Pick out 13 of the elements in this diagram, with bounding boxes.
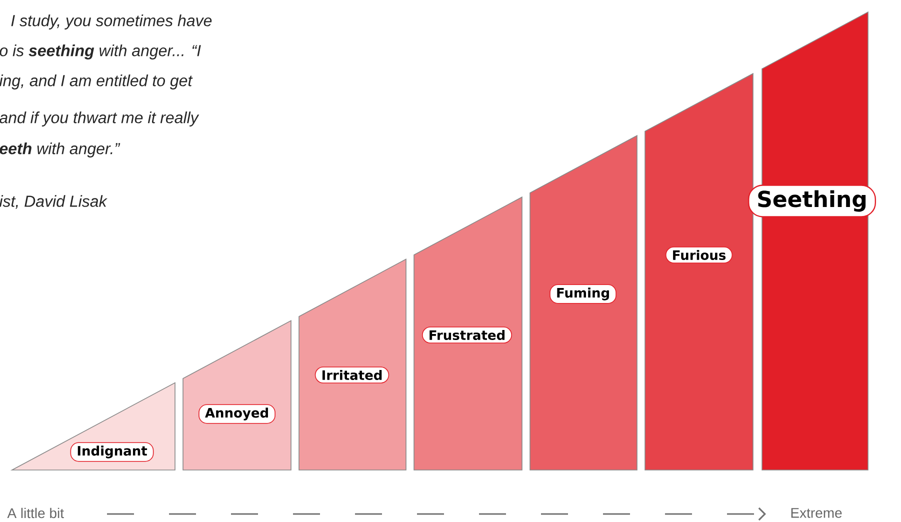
label-pill: Annoyed bbox=[198, 404, 276, 424]
label-pill: Frustrated bbox=[422, 326, 512, 344]
quote-line: eeth with anger.” bbox=[0, 142, 120, 158]
label-pill: Furious bbox=[665, 246, 733, 264]
quote-line: o is seething with anger... “I bbox=[0, 44, 201, 60]
axis-label: Extreme bbox=[791, 508, 842, 518]
quote-line: I study, you sometimes have bbox=[11, 14, 212, 30]
axis-label: A little bit bbox=[7, 508, 64, 518]
label-pill: Fuming bbox=[550, 284, 616, 304]
label-pill: Irritated bbox=[314, 366, 390, 384]
label-pill: Indignant bbox=[70, 442, 154, 462]
quote-line: and if you thwart me it really bbox=[0, 112, 200, 126]
label-pill: Seething bbox=[748, 184, 876, 218]
